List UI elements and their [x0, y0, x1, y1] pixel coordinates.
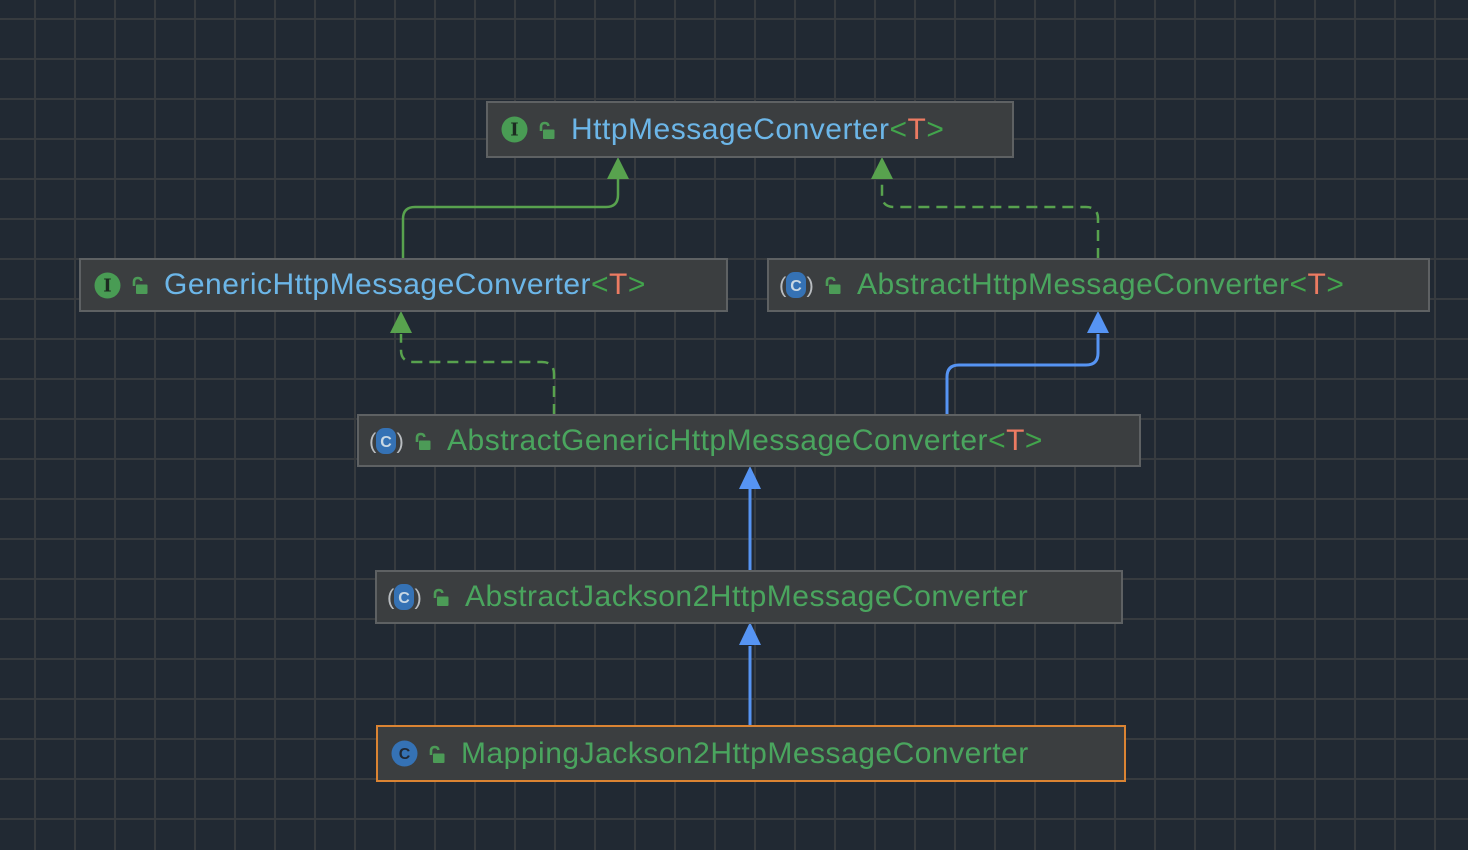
generic-type-param: T [907, 112, 927, 146]
generic-open-bracket: < [1289, 268, 1308, 301]
abstract-class-icon: ( C ) [387, 584, 422, 610]
edge-abstractgeneric-implements-generic[interactable] [390, 311, 556, 415]
inheritance-arrowhead [1087, 311, 1109, 333]
edge-abstract-implements-httpmessageconverter[interactable] [871, 157, 1100, 259]
type-name: AbstractHttpMessageConverter [857, 268, 1290, 301]
generic-close-bracket: > [926, 112, 945, 146]
abstract-class-letter: C [398, 590, 410, 607]
abstract-class-letter: C [790, 278, 802, 295]
interface-letter: I [103, 275, 111, 296]
edge-abstractjackson2-extends-abstractgeneric[interactable] [739, 466, 761, 571]
abstract-paren-close: ) [415, 585, 422, 610]
generic-open-bracket: < [988, 423, 1007, 457]
unlocked-lock-icon [433, 588, 449, 606]
abstract-class-icon: ( C ) [369, 427, 404, 454]
inheritance-arrowhead [607, 157, 629, 179]
node-httpmessageconverter[interactable]: I HttpMessageConverter<T> [486, 101, 1014, 158]
unlocked-lock-icon [429, 745, 445, 763]
generic-open-bracket: < [889, 112, 908, 146]
type-name: GenericHttpMessageConverter [164, 268, 592, 301]
inheritance-arrowhead [739, 622, 761, 645]
edge-abstractgeneric-extends-abstract[interactable] [945, 311, 1109, 415]
abstract-paren-open: ( [779, 273, 787, 298]
type-name: HttpMessageConverter [571, 112, 890, 146]
inheritance-arrowhead [739, 466, 761, 489]
edge-line [401, 178, 620, 259]
type-name: AbstractJackson2HttpMessageConverter [465, 580, 1029, 613]
class-name-label: AbstractHttpMessageConverter<T> [857, 268, 1344, 302]
class-name-label: AbstractJackson2HttpMessageConverter [465, 580, 1028, 614]
implements-arrowhead [871, 157, 893, 179]
abstract-paren-close: ) [397, 428, 404, 453]
abstract-paren-close: ) [807, 273, 814, 298]
type-name: AbstractGenericHttpMessageConverter [447, 423, 989, 457]
node-mappingjackson2httpmessageconverter[interactable]: C MappingJackson2HttpMessageConverter [376, 725, 1126, 782]
edge-line [399, 334, 556, 415]
abstract-paren-open: ( [369, 428, 377, 453]
node-abstractgenerichttpmessageconverter[interactable]: ( C ) AbstractGenericHttpMessageConverte… [357, 414, 1141, 467]
generic-type-param: T [609, 268, 628, 301]
unlocked-lock-icon [132, 276, 148, 294]
class-icon: C [391, 740, 418, 767]
node-abstractjackson2httpmessageconverter[interactable]: ( C ) AbstractJackson2HttpMessageConvert… [375, 570, 1123, 624]
abstract-paren-open: ( [387, 585, 395, 610]
class-name-label: HttpMessageConverter<T> [571, 113, 944, 147]
interface-icon: I [94, 272, 121, 298]
interface-letter: I [510, 120, 518, 141]
class-name-label: MappingJackson2HttpMessageConverter [461, 737, 1029, 771]
generic-close-bracket: > [1024, 423, 1043, 457]
type-name: MappingJackson2HttpMessageConverter [461, 736, 1029, 770]
edge-mappingjackson2-extends-abstractjackson2[interactable] [739, 622, 761, 726]
interface-icon: I [501, 116, 528, 143]
class-name-label: AbstractGenericHttpMessageConverter<T> [447, 424, 1043, 458]
generic-close-bracket: > [627, 268, 646, 301]
abstract-class-icon: ( C ) [779, 272, 814, 298]
abstract-class-letter: C [380, 434, 392, 451]
unlocked-lock-icon [825, 276, 841, 294]
unlocked-lock-icon [415, 432, 431, 450]
class-letter: C [399, 746, 411, 763]
generic-type-param: T [1307, 268, 1327, 301]
generic-type-param: T [1006, 423, 1025, 457]
edge-generic-extends-httpmessageconverter[interactable] [401, 157, 629, 259]
node-abstracthttpmessageconverter[interactable]: ( C ) AbstractHttpMessageConverter<T> [767, 258, 1430, 312]
implements-arrowhead [390, 311, 412, 333]
edge-line [945, 334, 1100, 415]
unlocked-lock-icon [539, 121, 555, 139]
edge-line [880, 178, 1100, 259]
generic-close-bracket: > [1326, 268, 1345, 301]
node-generichttpmessageconverter[interactable]: I GenericHttpMessageConverter<T> [79, 258, 728, 312]
generic-open-bracket: < [591, 268, 610, 301]
class-name-label: GenericHttpMessageConverter<T> [164, 268, 646, 302]
